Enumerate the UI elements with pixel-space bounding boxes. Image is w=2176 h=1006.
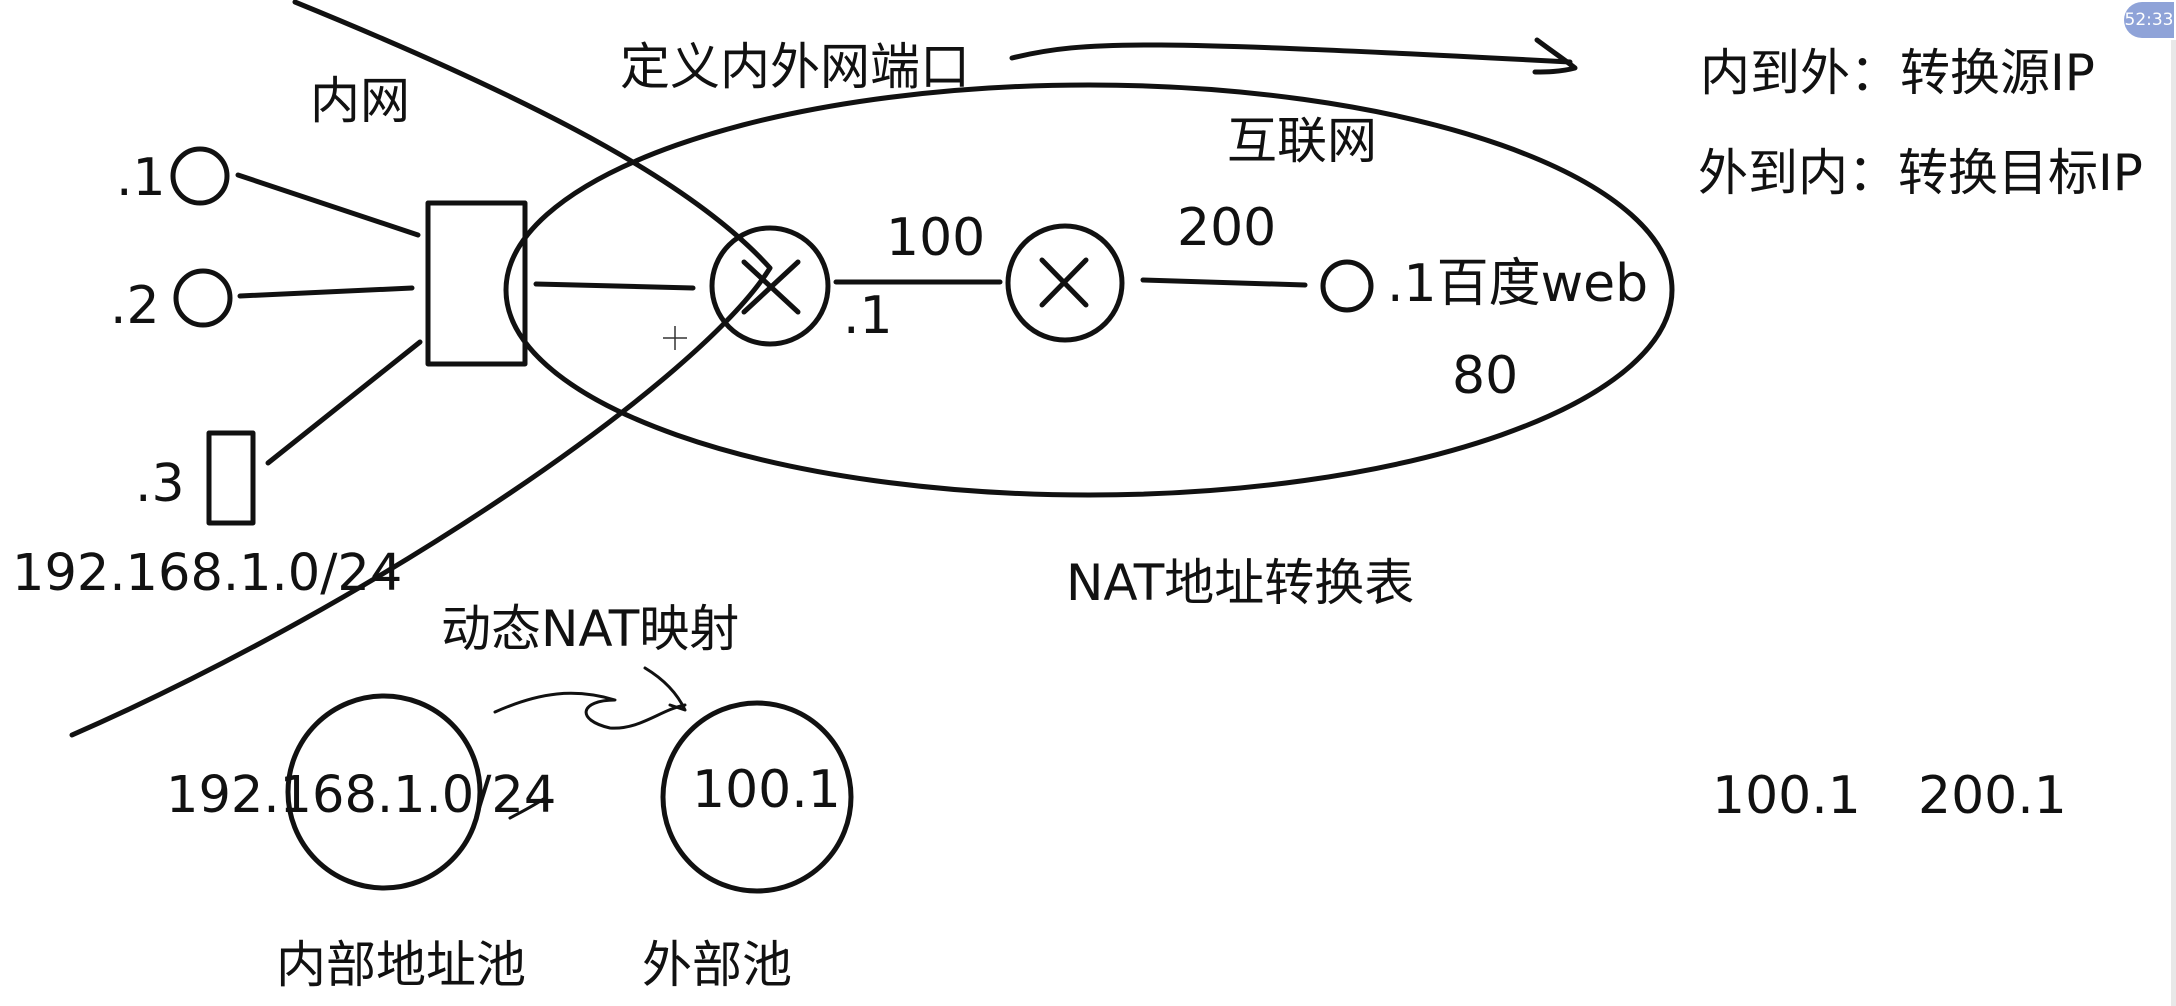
isp-router-circle (1005, 223, 1125, 343)
link-switch-router (533, 281, 696, 291)
intranet-subnet-label: 192.168.1.0/24 (12, 544, 403, 603)
intranet-label: 内网 (310, 72, 410, 130)
outside-to-inside-note: 外到内：转换目标IP (1698, 144, 2143, 202)
define-ports-label: 定义内外网端口 (620, 38, 970, 96)
mapping-arrow (493, 691, 687, 730)
host-2-label: .2 (110, 276, 160, 336)
right-edge-bar (2171, 40, 2176, 1006)
internet-label: 互联网 (1227, 112, 1377, 170)
host-3-rect (206, 430, 256, 526)
host-1-label: .1 (116, 148, 166, 208)
dynamic-nat-label: 动态NAT映射 (441, 600, 740, 658)
border-router-x2 (741, 259, 801, 315)
baidu-web-label: .1百度web (1387, 254, 1649, 314)
link-100-label: 100 (886, 208, 986, 268)
inner-pool-label: 内部地址池 (276, 936, 526, 994)
video-timer-badge: 52:33 (2124, 2, 2174, 38)
link-200-label: 200 (1177, 198, 1277, 258)
mapping-arrowhead (643, 666, 687, 712)
internet-ellipse (503, 82, 1675, 498)
inner-pool-circle (285, 693, 483, 891)
inner-pool-tail-scribble (508, 796, 547, 820)
address-100-1-label: 100.1 (1712, 766, 1861, 826)
nat-table-label: NAT地址转换表 (1066, 554, 1415, 612)
address-200-1-label: 200.1 (1918, 766, 2067, 826)
isp-router-x2 (1039, 257, 1089, 308)
cursor-crosshair-icon (663, 326, 687, 350)
define-ports-arrow (1009, 42, 1573, 65)
baidu-server-circle (1320, 259, 1374, 313)
switch-rect (425, 200, 528, 367)
port-80-label: 80 (1452, 346, 1519, 406)
link-host2-switch (237, 285, 415, 299)
router-interface-label: .1 (843, 286, 893, 346)
outer-pool-label: 外部池 (642, 936, 792, 994)
host-3-label: .3 (135, 454, 185, 514)
define-ports-arrowhead (1532, 37, 1578, 75)
border-router-circle (709, 225, 831, 347)
link-isp-server (1140, 277, 1308, 288)
intranet-boundary-curve (69, 0, 773, 738)
outer-pool-circle (660, 700, 854, 894)
outer-pool-address-label: 100.1 (692, 760, 841, 820)
host-2-circle (173, 268, 233, 328)
link-host1-switch (235, 172, 421, 238)
link-host3-switch (265, 339, 423, 466)
inside-to-outside-note: 内到外：转换源IP (1700, 44, 2095, 102)
inner-pool-address-label: 192.168.1.0/24 (166, 766, 557, 825)
host-1-circle (170, 146, 230, 206)
